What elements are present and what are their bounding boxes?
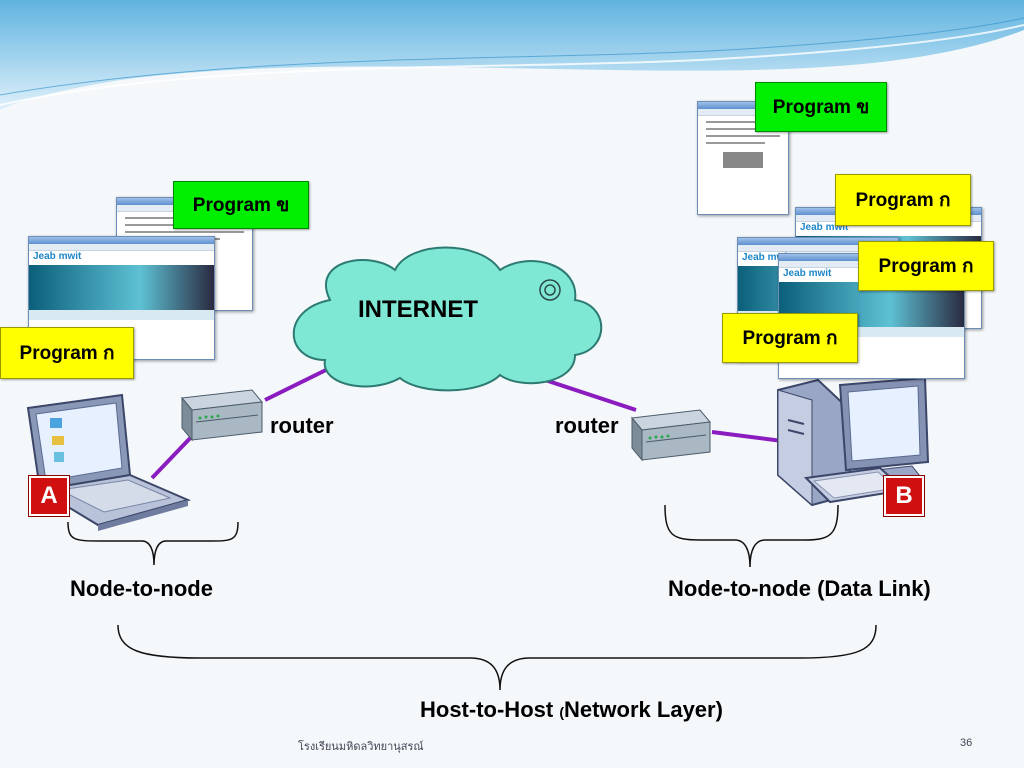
footer-school: โรงเรียนมหิดลวิทยานุสรณ์ — [298, 741, 424, 753]
router-right-icon — [631, 409, 711, 462]
host-to-host-paren: ( — [559, 704, 564, 720]
program-tag-right-mid1: Program ก — [835, 174, 971, 226]
program-tag-right-bottom: Program ก — [722, 313, 858, 363]
host-to-host-prefix: Host-to-Host — [420, 697, 560, 722]
internet-label: INTERNET — [358, 296, 478, 323]
program-tag-left-bottom: Program ก — [0, 327, 134, 379]
header-swoosh-line — [0, 24, 1024, 106]
footer-page-number: 36 — [960, 737, 973, 749]
host-a-badge: A — [29, 476, 69, 516]
brace-left-node — [67, 521, 239, 566]
router-left-label: router — [270, 413, 334, 438]
node-to-node-right-label: Node-to-node (Data Link) — [668, 576, 931, 601]
program-tag-right-top: Program ข — [755, 82, 887, 132]
host-to-host-suffix: Network Layer) — [563, 697, 723, 722]
desktop-computer-icon — [777, 376, 930, 507]
header-swoosh — [0, 0, 1024, 110]
laptop-icon — [26, 393, 192, 531]
brace-right-node — [664, 504, 839, 568]
brace-host-to-host — [117, 624, 877, 691]
cloud-swirl-icon — [539, 279, 561, 301]
host-to-host-label: Host-to-Host (Network Layer) — [420, 697, 723, 723]
program-tag-left-top: Program ข — [173, 181, 309, 229]
program-tag-right-mid2: Program ก — [858, 241, 994, 291]
link-router-left-cloud — [264, 366, 331, 402]
host-b-badge: B — [884, 476, 924, 516]
router-left-icon — [181, 389, 263, 442]
internet-cloud — [292, 246, 603, 392]
router-right-label: router — [555, 413, 619, 438]
node-to-node-left-label: Node-to-node — [70, 576, 213, 601]
link-laptop-router-left — [150, 430, 198, 480]
